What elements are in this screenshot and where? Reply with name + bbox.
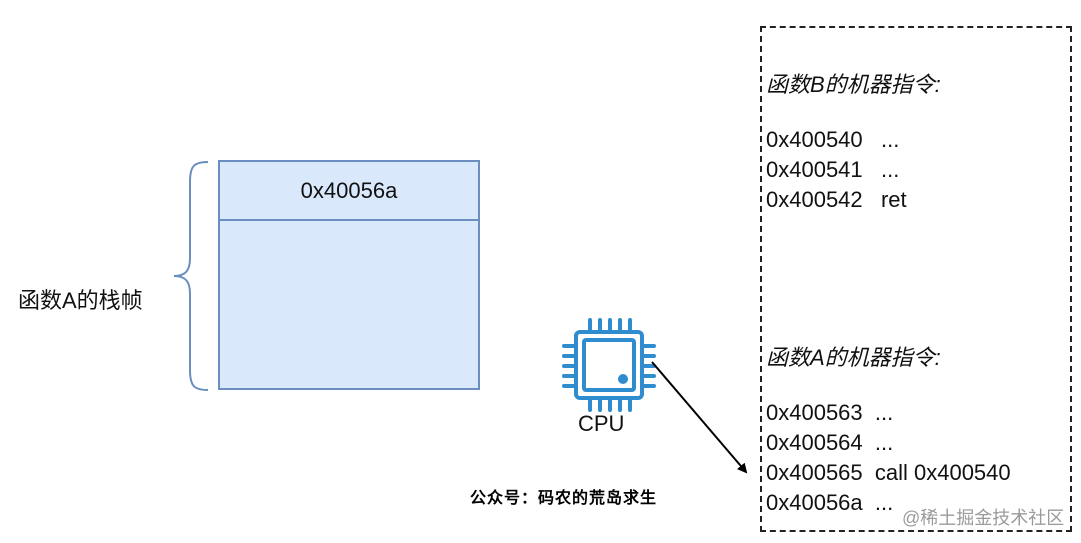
juejin-watermark: @稀土掘金技术社区 xyxy=(902,508,1065,528)
function-a-instructions: 0x400563 ... 0x400564 ... 0x400565 call … xyxy=(766,398,1011,518)
stack-top-cell: 0x40056a xyxy=(220,162,478,221)
function-b-instructions: 0x400540 ... 0x400541 ... 0x400542 ret xyxy=(766,125,907,215)
stack-frame: 0x40056a xyxy=(218,160,480,390)
cpu-label: CPU xyxy=(578,411,625,436)
instruction-line: 0x40056a ... xyxy=(766,490,894,515)
instruction-line: 0x400564 ... xyxy=(766,430,894,455)
wechat-watermark: 公众号：码农的荒岛求生 xyxy=(470,488,658,507)
function-b-instructions-title: 函数B的机器指令: xyxy=(766,72,941,97)
instruction-line: 0x400563 ... xyxy=(766,400,894,425)
instruction-line: 0x400540 ... xyxy=(766,127,900,152)
instruction-line: 0x400565 call 0x400540 xyxy=(766,460,1011,485)
cpu-chip-icon xyxy=(562,318,656,412)
function-a-instructions-title: 函数A的机器指令: xyxy=(766,345,941,370)
instruction-panel xyxy=(760,26,1072,532)
instruction-line: 0x400541 ... xyxy=(766,157,900,182)
stack-frame-label: 函数A的栈帧 xyxy=(18,288,143,313)
stack-frame-brace xyxy=(173,161,209,391)
instruction-line: 0x400542 ret xyxy=(766,187,907,212)
